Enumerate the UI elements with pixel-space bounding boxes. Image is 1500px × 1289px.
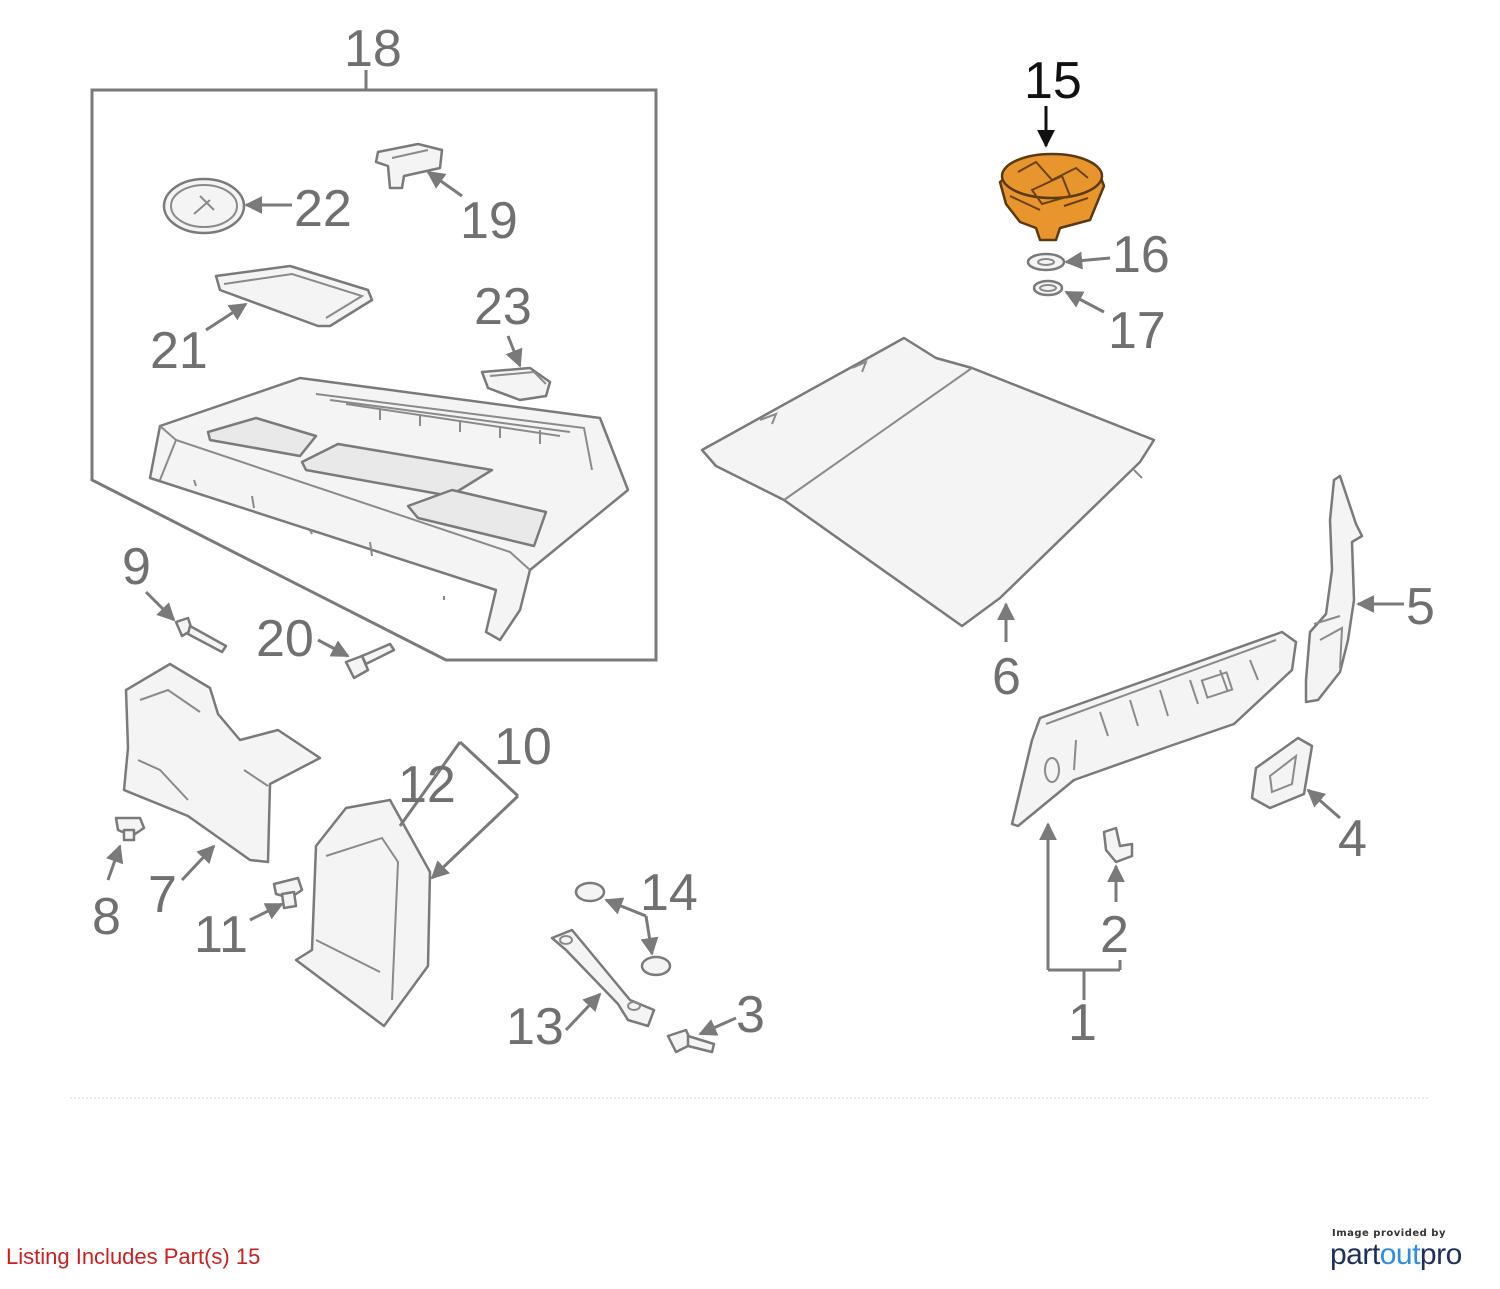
part-17-ring[interactable] <box>1032 279 1064 297</box>
part-15-spare-tire-holder[interactable] <box>998 152 1106 242</box>
label-21: 21 <box>150 322 208 380</box>
image-credit: Image provided by <box>1332 1228 1446 1239</box>
part-7-side-trim[interactable] <box>122 662 322 864</box>
part-3-screw[interactable] <box>666 1028 716 1054</box>
label-12: 12 <box>398 756 456 814</box>
label-2: 2 <box>1100 906 1129 964</box>
part-2-clip[interactable] <box>1102 826 1134 864</box>
label-11: 11 <box>194 906 248 964</box>
label-4: 4 <box>1338 810 1367 868</box>
part-22-cover-disc[interactable] <box>162 177 246 235</box>
label-10: 10 <box>494 718 552 776</box>
listing-parts-note: Listing Includes Part(s) 15 <box>6 1244 261 1269</box>
label-18: 18 <box>344 20 402 78</box>
part-1-sill-plate[interactable] <box>1010 630 1298 828</box>
part-13-strap[interactable] <box>550 928 656 1028</box>
rear-shelf-group-frame <box>90 70 658 662</box>
part-6-trunk-mat[interactable] <box>700 336 1156 628</box>
label-19: 19 <box>460 192 518 250</box>
label-3: 3 <box>736 986 765 1044</box>
label-9: 9 <box>122 538 151 596</box>
part-16-washer[interactable] <box>1026 252 1066 272</box>
label-13: 13 <box>506 998 564 1056</box>
rear-package-shelf[interactable] <box>148 376 630 642</box>
part-14-nut[interactable] <box>574 881 672 977</box>
part-21-access-panel[interactable] <box>214 264 374 328</box>
label-22: 22 <box>294 180 352 238</box>
label-14: 14 <box>640 864 698 922</box>
part-4-handle[interactable] <box>1250 736 1314 810</box>
part-19-bracket[interactable] <box>374 142 444 190</box>
label-8: 8 <box>92 888 121 946</box>
label-15: 15 <box>1024 52 1082 110</box>
label-16: 16 <box>1112 226 1170 284</box>
part-12-quarter-panel[interactable] <box>294 798 432 1028</box>
part-8-clip[interactable] <box>114 816 146 842</box>
label-20: 20 <box>256 610 314 668</box>
label-23: 23 <box>474 278 532 336</box>
part-20-bolt[interactable] <box>344 642 396 680</box>
label-17: 17 <box>1108 302 1166 360</box>
part-23-trim-cap[interactable] <box>480 366 552 402</box>
partoutpro-logo: partoutpro <box>1330 1238 1462 1271</box>
part-11-clip[interactable] <box>272 876 304 910</box>
part-9-push-pin[interactable] <box>174 616 228 654</box>
part-5-pillar-trim[interactable] <box>1304 474 1364 704</box>
label-7: 7 <box>148 866 177 924</box>
label-6: 6 <box>992 648 1021 706</box>
label-5: 5 <box>1406 578 1435 636</box>
label-1: 1 <box>1068 994 1097 1052</box>
